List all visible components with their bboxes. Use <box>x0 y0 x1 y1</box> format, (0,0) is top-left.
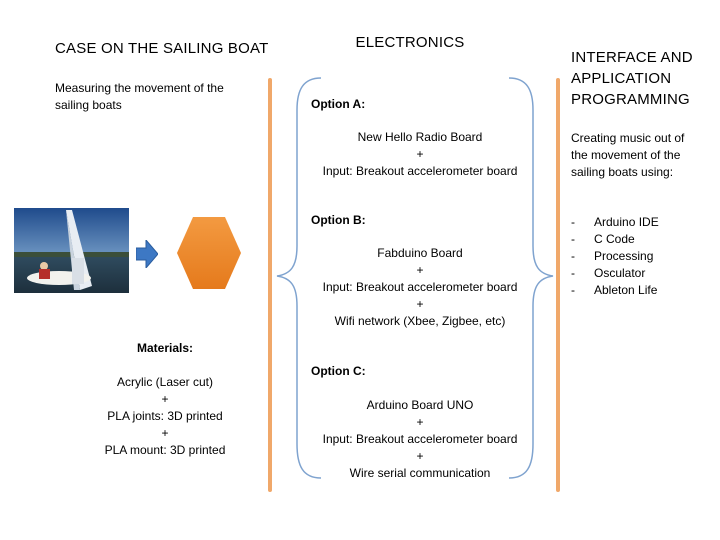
sailing-boat-photo <box>14 208 129 293</box>
tool-name: Osculator <box>594 266 646 280</box>
plus-sign: + <box>416 449 424 463</box>
bullet: - <box>571 215 575 229</box>
bullet: - <box>571 283 575 297</box>
option-line: Input: Breakout accelerometer board <box>322 280 518 294</box>
case-subtitle: Measuring the movement of the sailing bo… <box>55 80 224 114</box>
interface-title-line: PROGRAMMING <box>571 91 690 108</box>
intro-line: the movement of the <box>571 148 681 162</box>
intro-line: Creating music out of <box>571 131 685 145</box>
material-item: PLA mount: 3D printed <box>104 443 226 457</box>
plus-sign: + <box>416 297 424 311</box>
bullet: - <box>571 232 575 246</box>
case-title: CASE ON THE SAILING BOAT <box>55 40 269 57</box>
interface-intro: Creating music out of the movement of th… <box>571 130 684 181</box>
materials-heading: Materials: <box>136 341 194 355</box>
hexagon-shape <box>177 217 241 289</box>
option-line: Arduino Board UNO <box>366 398 474 412</box>
option-b-label: Option B: <box>311 213 366 227</box>
tool-name: Processing <box>594 249 654 263</box>
right-divider <box>556 78 560 492</box>
material-item: Acrylic (Laser cut) <box>116 375 214 389</box>
materials-block: Materials: Acrylic (Laser cut) + PLA joi… <box>80 340 250 459</box>
tools-list: - Arduino IDE - C Code - Processing - Oscula… <box>571 214 659 299</box>
plus-sign: + <box>161 426 169 440</box>
option-line: Wire serial communication <box>349 466 491 480</box>
list-item: - Ableton Life <box>571 282 659 299</box>
material-item: PLA joints: 3D printed <box>107 409 223 423</box>
tool-name: Ableton Life <box>594 283 658 297</box>
plus-sign: + <box>416 415 424 429</box>
left-divider <box>268 78 272 492</box>
option-line: Fabduino Board <box>377 246 463 260</box>
option-line: New Hello Radio Board <box>357 130 483 144</box>
left-brace <box>275 76 325 487</box>
interface-title: INTERFACE AND APPLICATION PROGRAMMING <box>571 47 693 110</box>
intro-line: sailing boats using: <box>571 165 674 179</box>
case-subtitle-line: Measuring the movement of the <box>55 81 224 95</box>
bullet: - <box>571 249 575 263</box>
tool-name: C Code <box>594 232 635 246</box>
plus-sign: + <box>161 392 169 406</box>
option-line: Wifi network (Xbee, Zigbee, etc) <box>334 314 506 328</box>
list-item: - Processing <box>571 248 659 265</box>
bullet: - <box>571 266 575 280</box>
plus-sign: + <box>416 147 424 161</box>
electronics-title: ELECTRONICS <box>355 34 465 51</box>
interface-title-line: INTERFACE AND <box>571 49 693 66</box>
option-line: Input: Breakout accelerometer board <box>322 432 518 446</box>
list-item: - C Code <box>571 231 659 248</box>
option-c-body: Arduino Board UNO + Input: Breakout acce… <box>300 397 540 482</box>
interface-title-line: APPLICATION <box>571 70 672 87</box>
plus-sign: + <box>416 263 424 277</box>
right-brace <box>505 76 555 487</box>
case-subtitle-line: sailing boats <box>55 98 122 112</box>
option-a-label: Option A: <box>311 97 366 111</box>
right-arrow-icon <box>135 238 159 273</box>
tool-name: Arduino IDE <box>594 215 659 229</box>
list-item: - Arduino IDE <box>571 214 659 231</box>
option-a-body: New Hello Radio Board + Input: Breakout … <box>300 129 540 180</box>
option-c-label: Option C: <box>311 364 366 378</box>
list-item: - Osculator <box>571 265 659 282</box>
option-line: Input: Breakout accelerometer board <box>322 164 518 178</box>
option-b-body: Fabduino Board + Input: Breakout acceler… <box>300 245 540 330</box>
